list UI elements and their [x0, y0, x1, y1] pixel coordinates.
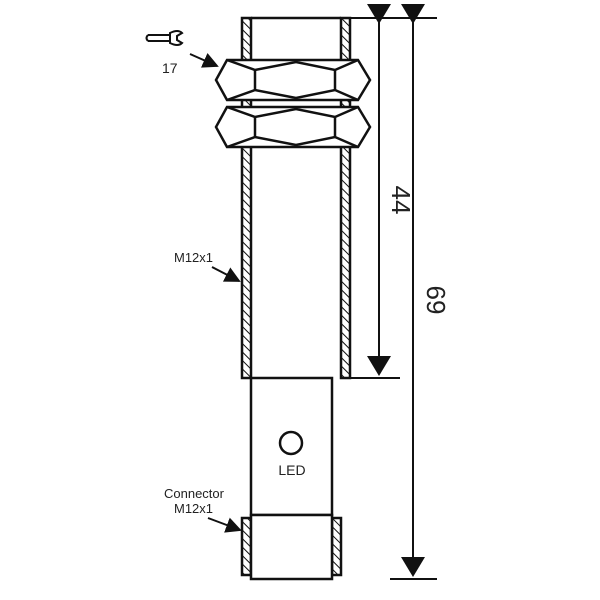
dimension-69: 69 — [421, 286, 451, 315]
connector-thread-label: M12x1 — [174, 501, 213, 516]
threaded-tube — [240, 16, 352, 380]
connector — [240, 513, 343, 581]
wrench-icon — [145, 30, 184, 46]
dimension-lines — [351, 4, 437, 580]
thread-arrow — [211, 266, 241, 282]
dimension-44: 44 — [386, 186, 416, 215]
connector-label: Connector — [164, 486, 225, 501]
nut-lower — [214, 105, 372, 149]
nut-upper — [214, 58, 372, 102]
wrench-size-label: 17 — [162, 60, 178, 76]
thread-label: M12x1 — [174, 250, 213, 265]
led-label: LED — [278, 462, 305, 478]
wrench-arrow — [189, 53, 219, 68]
led-indicator — [278, 430, 304, 456]
connector-arrow — [207, 517, 242, 533]
